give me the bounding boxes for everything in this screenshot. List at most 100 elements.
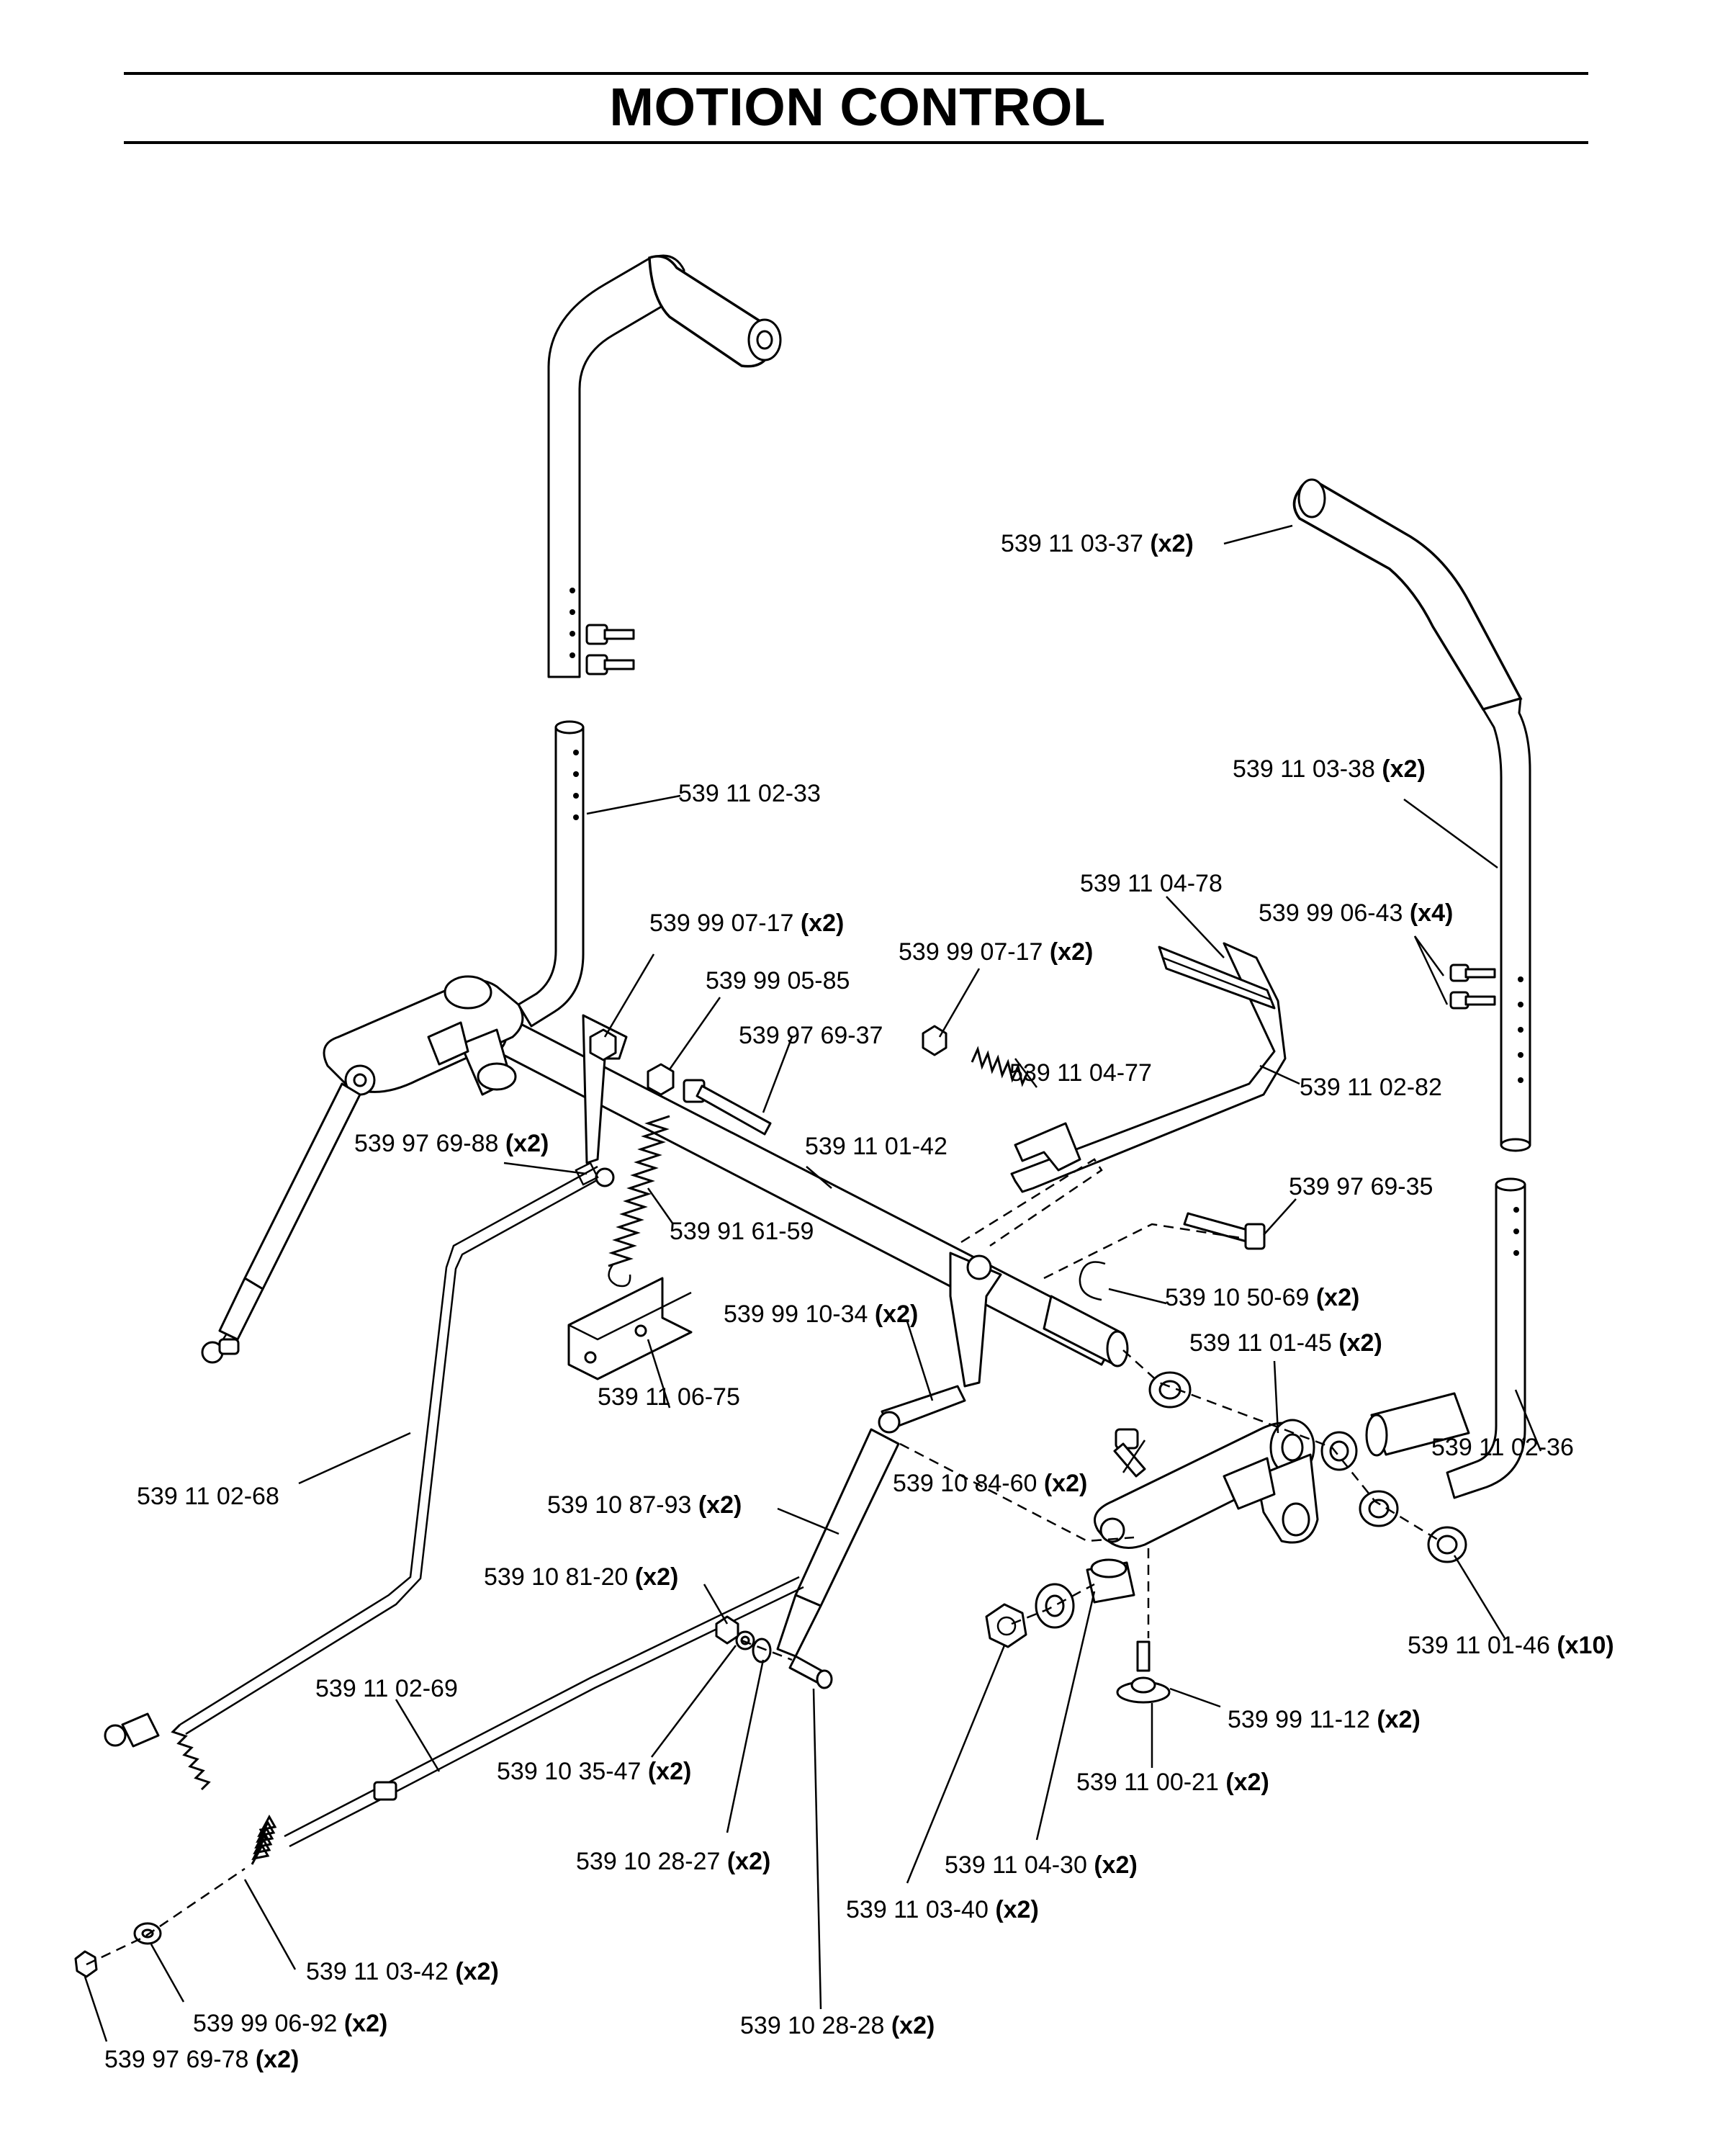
part-label: 539 97 69-37 bbox=[739, 1021, 883, 1050]
spacer-539-10-28-27 bbox=[752, 1638, 772, 1663]
part-number: 539 11 03-38 bbox=[1233, 755, 1375, 783]
part-label: 539 11 04-77 bbox=[1009, 1059, 1152, 1087]
part-number: 539 91 61-59 bbox=[670, 1218, 814, 1245]
part-qty: (x2) bbox=[726, 1848, 771, 1875]
foot-539-11-00-21 bbox=[1116, 1640, 1171, 1704]
part-label: 539 10 35-47 (x2) bbox=[497, 1757, 691, 1786]
part-qty: (x10) bbox=[1557, 1632, 1614, 1659]
header-rule-bottom bbox=[124, 141, 1588, 144]
part-number: 539 11 04-78 bbox=[1080, 870, 1223, 897]
left-lower-handle-tube bbox=[517, 720, 585, 1028]
part-label: 539 97 69-78 (x2) bbox=[104, 2045, 299, 2074]
part-number: 539 11 04-77 bbox=[1009, 1059, 1152, 1087]
page-header: MOTION CONTROL bbox=[0, 0, 1715, 158]
spring-539-11-03-42 bbox=[251, 1814, 277, 1865]
part-number: 539 10 35-47 bbox=[497, 1758, 642, 1785]
pin-539-10-28-28 bbox=[788, 1655, 833, 1689]
part-label: 539 11 00-21 (x2) bbox=[1076, 1768, 1269, 1797]
bushing-d bbox=[1427, 1526, 1467, 1563]
part-number: 539 11 02-36 bbox=[1431, 1434, 1574, 1461]
hex-nut-middle bbox=[647, 1063, 675, 1096]
part-label: 539 99 10-34 (x2) bbox=[724, 1300, 918, 1329]
left-connecting-rod bbox=[104, 1165, 604, 1791]
part-qty: (x2) bbox=[1094, 1851, 1138, 1879]
header-rule-top bbox=[124, 72, 1588, 75]
part-label: 539 99 07-17 (x2) bbox=[899, 938, 1093, 966]
hex-nut-upper bbox=[589, 1028, 617, 1061]
right-lower-handle-tube bbox=[1365, 1177, 1526, 1499]
left-control-handle bbox=[547, 254, 782, 678]
part-qty: (x2) bbox=[634, 1563, 679, 1591]
assembly-hidden-lines bbox=[86, 1158, 1441, 1966]
part-qty: (x2) bbox=[891, 2012, 935, 2039]
part-number: 539 11 04-30 bbox=[945, 1851, 1087, 1879]
part-qty: (x2) bbox=[1049, 938, 1094, 966]
part-qty: (x2) bbox=[800, 909, 845, 937]
bolt-539-97-69-35 bbox=[1183, 1212, 1266, 1250]
part-label: 539 11 03-38 (x2) bbox=[1233, 755, 1426, 783]
part-qty: (x2) bbox=[698, 1491, 742, 1519]
part-label: 539 11 02-82 bbox=[1300, 1073, 1442, 1102]
part-number: 539 10 81-20 bbox=[484, 1563, 629, 1591]
spacer-539-11-04-30-b bbox=[1086, 1558, 1135, 1604]
part-label: 539 99 06-43 (x4) bbox=[1259, 899, 1453, 927]
part-label: 539 10 28-27 (x2) bbox=[576, 1847, 770, 1876]
part-label: 539 11 02-36 bbox=[1431, 1433, 1574, 1462]
part-label: 539 10 84-60 (x2) bbox=[893, 1469, 1087, 1498]
part-label: 539 99 11-12 (x2) bbox=[1228, 1705, 1421, 1734]
bracket-clip-539-97-69-88 bbox=[575, 1162, 599, 1186]
part-qty: (x2) bbox=[647, 1758, 692, 1785]
part-label: 539 11 03-37 (x2) bbox=[1001, 529, 1194, 558]
part-number: 539 11 02-69 bbox=[315, 1675, 458, 1702]
part-label: 539 11 02-33 bbox=[678, 779, 821, 808]
part-label: 539 11 03-42 (x2) bbox=[306, 1957, 499, 1986]
pedal-539-11-04-78 bbox=[1158, 946, 1276, 1010]
spacer-539-11-04-30 bbox=[1035, 1583, 1075, 1629]
part-number: 539 99 10-34 bbox=[724, 1301, 868, 1328]
part-qty: (x2) bbox=[1382, 755, 1426, 783]
e-clip-539-10-50-69 bbox=[1079, 1261, 1106, 1301]
part-label: 539 10 28-28 (x2) bbox=[740, 2011, 935, 2040]
bracket-539-11-02-82 bbox=[1010, 942, 1287, 1193]
part-label: 539 97 69-35 bbox=[1289, 1172, 1433, 1201]
part-number: 539 99 06-43 bbox=[1259, 899, 1403, 927]
part-qty: (x2) bbox=[343, 2010, 388, 2037]
lock-nut-539-11-03-40 bbox=[985, 1603, 1027, 1648]
bolt-539-10-84-60 bbox=[1113, 1428, 1146, 1478]
part-number: 539 10 84-60 bbox=[893, 1470, 1037, 1497]
washer-539-99-06-92 bbox=[133, 1922, 162, 1945]
part-number: 539 11 02-68 bbox=[137, 1483, 279, 1510]
handle-bolts-right bbox=[1449, 964, 1496, 1010]
right-damper bbox=[776, 1385, 966, 1658]
part-qty: (x2) bbox=[995, 1896, 1039, 1923]
part-qty: (x2) bbox=[1338, 1329, 1382, 1357]
bushing-b bbox=[1320, 1431, 1358, 1471]
part-label: 539 11 03-40 (x2) bbox=[846, 1895, 1039, 1924]
part-label: 539 91 61-59 bbox=[670, 1217, 814, 1246]
part-label: 539 11 01-42 bbox=[805, 1132, 947, 1161]
part-label: 539 11 02-69 bbox=[315, 1674, 458, 1703]
page-title: MOTION CONTROL bbox=[609, 77, 1106, 137]
part-label: 539 11 06-75 bbox=[598, 1383, 740, 1411]
right-control-handle bbox=[1292, 478, 1531, 1152]
compression-spring-539-11-04-77 bbox=[971, 1046, 1030, 1087]
right-connecting-rod bbox=[284, 1576, 804, 1848]
part-label: 539 99 07-17 (x2) bbox=[649, 909, 844, 938]
right-pivot-bracket bbox=[1094, 1419, 1319, 1549]
left-damper bbox=[201, 1082, 361, 1364]
part-label: 539 10 87-93 (x2) bbox=[547, 1491, 742, 1519]
part-label: 539 10 50-69 (x2) bbox=[1165, 1283, 1359, 1312]
part-number: 539 97 69-37 bbox=[739, 1022, 883, 1049]
bushing-a bbox=[1148, 1371, 1192, 1409]
part-number: 539 99 07-17 bbox=[649, 909, 794, 937]
bolt-539-97-69-37 bbox=[683, 1079, 772, 1136]
part-number: 539 99 11-12 bbox=[1228, 1706, 1370, 1733]
shaft-link-arm bbox=[949, 1252, 1002, 1388]
part-number: 539 11 01-42 bbox=[805, 1133, 947, 1160]
part-qty: (x2) bbox=[1377, 1706, 1421, 1733]
part-number: 539 97 69-88 bbox=[354, 1130, 499, 1157]
part-number: 539 11 01-46 bbox=[1408, 1632, 1550, 1659]
part-number: 539 11 02-82 bbox=[1300, 1074, 1442, 1101]
nut-539-97-69-78 bbox=[74, 1950, 98, 1978]
part-number: 539 10 28-28 bbox=[740, 2012, 885, 2039]
